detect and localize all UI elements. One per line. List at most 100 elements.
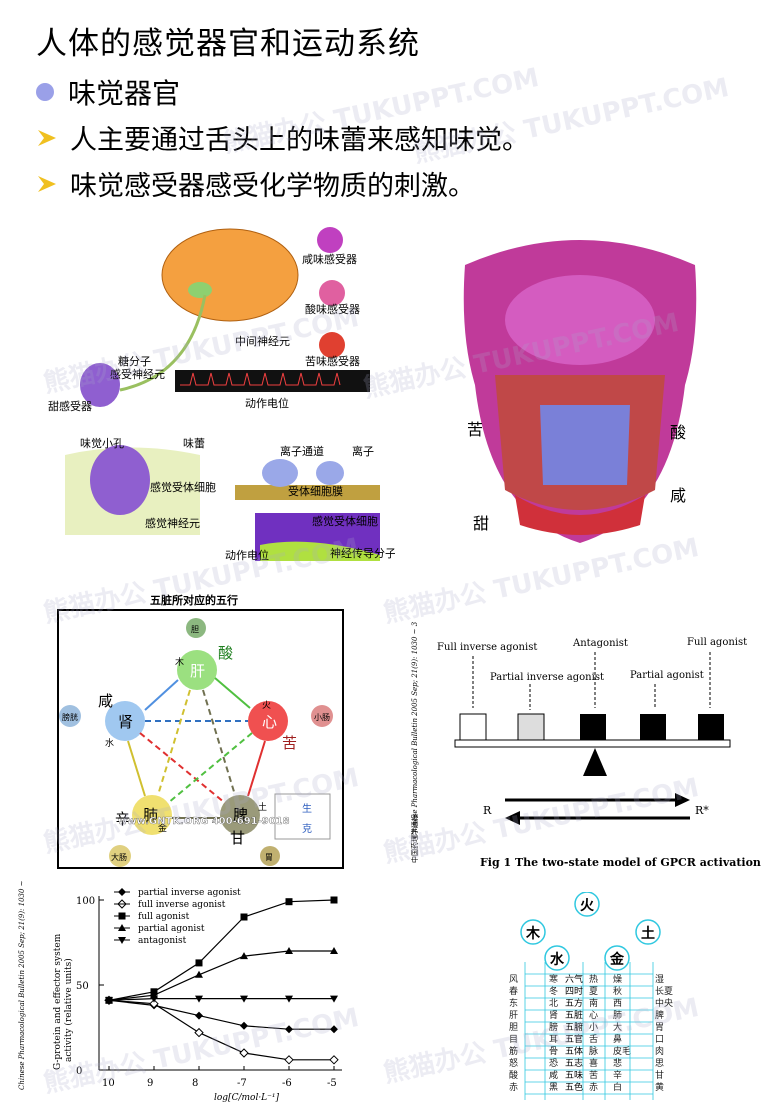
table-cell: 脾 (655, 1009, 664, 1021)
label-transmitter: 神经传导分子 (330, 546, 395, 560)
data-point (240, 995, 248, 1003)
state-r-star: R* (695, 804, 709, 817)
gpcr-side-note: Chinese Pharmacological Bulletin 2005 Se… (411, 621, 419, 838)
five-elements-diagram: 五脏所对应的五行 肝 酸 木 心 苦 火 脾 甘 土 肺 辛 金 肾 咸 水 胆… (57, 593, 344, 869)
label-salty: 咸味感受器 (302, 253, 357, 266)
point-text: 人主要通过舌头上的味蕾来感知味觉。 (70, 125, 529, 156)
table-cell: 冬 (549, 985, 558, 997)
data-point (105, 997, 113, 1005)
table-cell: 苦 (589, 1069, 598, 1081)
series-line (108, 950, 334, 1001)
table-cell: 北 (549, 998, 558, 1009)
label-receptor-neuron: 感受神经元 (110, 367, 165, 381)
gall-label: 胆 (191, 625, 199, 634)
tongue-label-sweet: 甜 (473, 514, 489, 533)
table-cell: 四时 (565, 985, 583, 997)
table-cell: 湿 (655, 974, 664, 985)
table-cell: 五腑 (565, 1021, 583, 1033)
series-line (108, 899, 335, 1001)
table-cell: 咸 (549, 1069, 558, 1081)
table-cell: 五脏 (565, 1009, 583, 1021)
x-tick-label: -6 (282, 1078, 292, 1089)
table-cell: 脉 (589, 1045, 598, 1057)
table-cell: 甘 (655, 1069, 664, 1081)
table-cell: 黑 (549, 1082, 558, 1093)
bullet-dot (36, 83, 54, 101)
page-title: 人体的感觉器官和运动系统 (36, 26, 420, 62)
section-label: 味觉器官 (68, 77, 181, 110)
arrow-bullet-icon (38, 175, 56, 192)
lung-label: 肺 (143, 806, 158, 824)
kidney-node (105, 701, 145, 741)
table-cell: 思 (655, 1058, 664, 1069)
table-cell: 肝 (509, 1010, 518, 1021)
heart-taste: 苦 (282, 734, 297, 752)
el-earth: 土 (641, 925, 655, 942)
label-sugar: 糖分子 (118, 354, 151, 368)
label-receptor-membrane: 受体细胞膜 (288, 484, 343, 498)
table-cell: 皮毛 (613, 1045, 631, 1057)
stomach-label: 胃 (265, 853, 273, 862)
tongue-label-bitter: 苦 (467, 420, 483, 439)
table-cell: 黄 (655, 1081, 664, 1093)
table-cell: 风 (509, 974, 518, 985)
metal-label: 金 (158, 822, 167, 834)
data-point (330, 896, 338, 904)
data-point (284, 1055, 294, 1065)
data-point (285, 947, 293, 954)
table-cell: 秋 (613, 985, 622, 997)
tongue-label-salty: 咸 (670, 486, 686, 505)
series-line (108, 997, 334, 1001)
point-text: 味觉感受器感受化学物质的刺激。 (70, 171, 475, 202)
heart-label: 心 (262, 713, 277, 731)
legend-entry: partial agonist (138, 924, 205, 934)
legend-entry: full agonist (138, 912, 190, 922)
table-cell: 东 (509, 997, 518, 1009)
legend-ctrl: 克 (302, 823, 312, 835)
data-point (195, 970, 203, 978)
table-cell: 燥 (613, 974, 622, 985)
kidney-taste: 咸 (98, 692, 113, 710)
el-water: 水 (550, 951, 565, 968)
label-full-agonist: Full agonist (687, 637, 747, 648)
element-table: 火木土水金风春东肝胆目筋怒酸赤寒冬北肾膀耳骨恐咸黑六气四时五方五脏五腑五官五体五… (509, 892, 673, 1100)
x-tick-label: -7 (237, 1078, 247, 1089)
data-point (330, 995, 338, 1003)
table-cell: 西 (613, 998, 622, 1009)
label-partial-agonist: Partial agonist (630, 670, 704, 681)
table-cell: 五志 (565, 1057, 583, 1069)
label-ion-channel: 离子通道 (280, 444, 324, 458)
table-cell: 五方 (565, 997, 583, 1009)
spleen-label: 脾 (233, 806, 248, 824)
lung-taste: 辛 (115, 810, 130, 828)
x-tick-label: 9 (147, 1078, 153, 1089)
table-cell: 怒 (509, 1057, 518, 1069)
wood-label: 木 (175, 656, 184, 668)
table-cell: 胆 (509, 1022, 518, 1033)
data-point (285, 1025, 293, 1034)
spleen-node (220, 795, 260, 835)
table-cell: 赤 (509, 1082, 518, 1093)
label-sour: 酸味感受器 (305, 302, 360, 316)
data-point (195, 959, 203, 967)
y-tick-label: 100 (76, 896, 95, 907)
earth-label: 土 (258, 801, 267, 813)
table-cell: 辛 (613, 1069, 622, 1081)
label-antagonist: Antagonist (572, 638, 628, 649)
label-middle-nerve: 中间神经元 (235, 334, 290, 348)
bladder-label: 膀胱 (62, 712, 78, 722)
table-cell: 膀 (549, 1021, 558, 1033)
data-point (239, 1048, 249, 1058)
table-cell: 五官 (565, 1033, 583, 1045)
label-receptor-cell-2: 感觉受体细胞 (312, 514, 378, 528)
table-cell: 喜 (589, 1057, 598, 1069)
large-int-label: 大肠 (111, 852, 127, 862)
data-point (329, 1055, 339, 1065)
table-cell: 长夏 (655, 985, 673, 997)
legend-entry: full inverse agonist (138, 900, 226, 910)
table-cell: 五色 (565, 1081, 583, 1093)
y-tick-label: 50 (76, 981, 89, 992)
data-point (330, 1025, 338, 1034)
label-partial-inverse: Partial inverse agonist (490, 672, 604, 683)
